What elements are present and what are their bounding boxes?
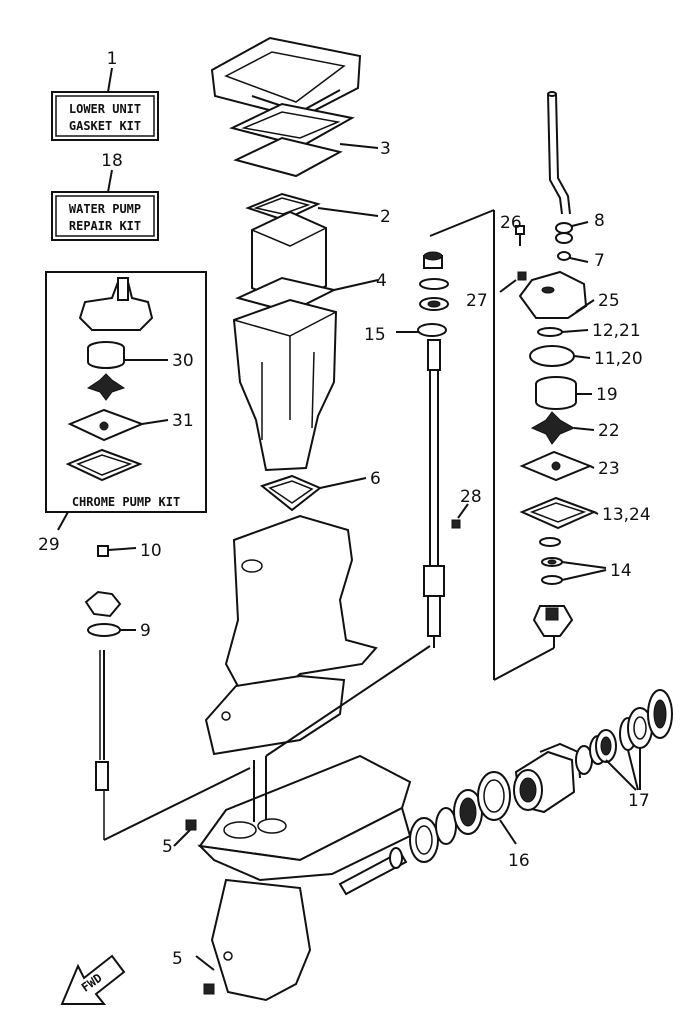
callout-7: 7 [594, 251, 605, 271]
drive-shaft-assembly [396, 209, 495, 648]
kit-label-water-pump: WATER PUMP [69, 202, 141, 216]
callout-27: 27 [466, 291, 488, 311]
callout-2: 2 [380, 207, 391, 227]
chrome-pump-kit-panel: CHROME PUMP KIT [45, 271, 207, 531]
callout-31: 31 [172, 411, 194, 431]
kit-label-repair-kit: REPAIR KIT [69, 219, 141, 233]
callout-26: 26 [500, 213, 522, 233]
callout-4: 4 [376, 271, 387, 291]
kit-label-chrome-pump: CHROME PUMP KIT [72, 495, 180, 509]
kit-label-gasket-kit: GASKET KIT [69, 119, 141, 133]
callout-3: 3 [380, 139, 391, 159]
callout-14: 14 [610, 561, 632, 581]
kit-label-lower-unit: LOWER UNIT [69, 102, 141, 116]
kit-box-lower-unit-gasket: LOWER UNIT GASKET KIT [51, 67, 159, 141]
callout-22: 22 [598, 421, 620, 441]
callout-30: 30 [172, 351, 194, 371]
callout-15: 15 [364, 325, 386, 345]
propeller-shaft-group [338, 636, 673, 896]
callout-28: 28 [460, 487, 482, 507]
callout-5-lower: 5 [172, 949, 183, 969]
fwd-arrow-icon: FWD [60, 954, 126, 1005]
callout-17: 17 [628, 791, 650, 811]
callout-18: 18 [101, 151, 123, 171]
callout-11-20: 11,20 [594, 349, 643, 369]
water-pump-assembly [493, 91, 607, 681]
callout-16: 16 [508, 851, 530, 871]
lower-case [103, 645, 431, 1002]
shift-rod-assembly [84, 545, 137, 840]
callout-19: 19 [596, 385, 618, 405]
callout-13-24: 13,24 [602, 505, 651, 525]
upper-gasket-stack [210, 36, 379, 512]
callout-9: 9 [140, 621, 151, 641]
callout-23: 23 [598, 459, 620, 479]
upper-case [204, 514, 378, 756]
callout-29: 29 [38, 535, 60, 555]
callout-12-21: 12,21 [592, 321, 641, 341]
callout-5-upper: 5 [162, 837, 173, 857]
kit-box-water-pump-repair: WATER PUMP REPAIR KIT [51, 169, 159, 241]
callout-1: 1 [107, 49, 118, 69]
callout-25: 25 [598, 291, 620, 311]
callout-10: 10 [140, 541, 162, 561]
callout-6: 6 [370, 469, 381, 489]
callout-8: 8 [594, 211, 605, 231]
